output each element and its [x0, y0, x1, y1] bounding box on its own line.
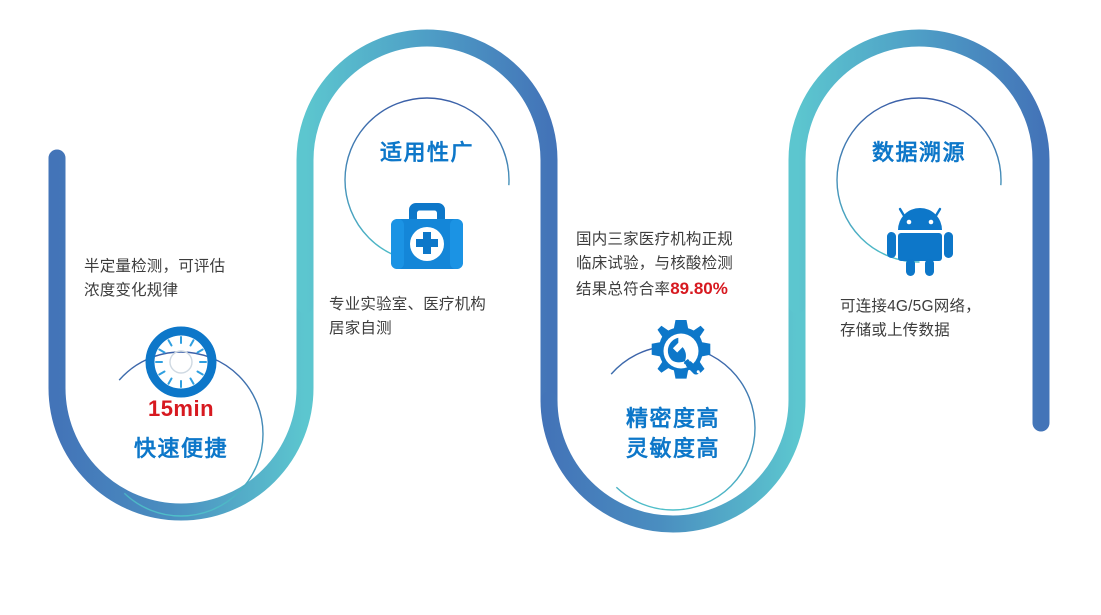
stage4-body-text: 可连接4G/5G网络， 存储或上传数据: [840, 298, 981, 340]
ribbon-segment-3: [540, 296, 806, 533]
gear-wrench-icon: [651, 320, 711, 379]
medical-kit-icon: [391, 203, 463, 269]
ribbon-segment-4: [788, 29, 1050, 432]
stage1-arc: [98, 351, 264, 517]
android-icon: [887, 207, 953, 276]
stage3-body-highlight: 89.80%: [670, 279, 728, 299]
stage1-body-text: 半定量检测，可评估 浓度变化规律: [84, 258, 226, 300]
stage4-arc: [836, 97, 1002, 263]
stage3-body-prefix: 国内三家医疗机构正规 临床试验，与核酸检测 结果总符合率: [576, 231, 734, 299]
stage1-title: 快速便捷: [133, 436, 228, 461]
clock-icon: [145, 326, 217, 398]
stage3-title: 精密度高 灵敏度高: [625, 406, 720, 461]
ribbon-segment-1: [48, 149, 314, 521]
stage1-metric: 15min: [147, 396, 215, 421]
stage2-title: 适用性广: [379, 140, 474, 165]
stage3-body-text: 国内三家医疗机构正规 临床试验，与核酸检测 结果总符合率89.80%: [576, 228, 786, 302]
stage2-body-text: 专业实验室、医疗机构 居家自测: [329, 296, 487, 338]
stage4-title: 数据溯源: [871, 140, 966, 165]
ribbon-segment-2: [296, 29, 558, 409]
